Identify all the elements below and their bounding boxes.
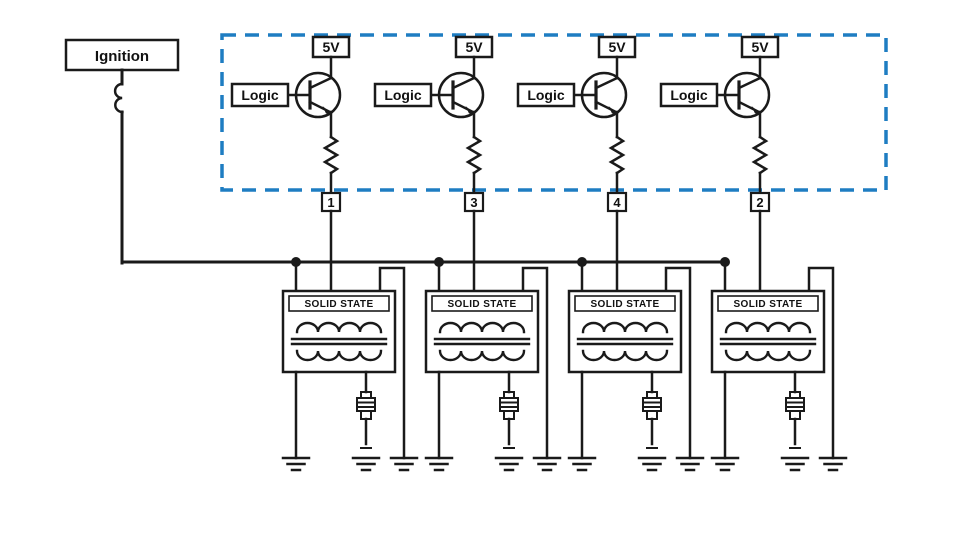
- coil-label: SOLID STATE: [733, 299, 802, 310]
- channel-2: 5V Logic 3 SOLID STATE: [375, 37, 560, 470]
- channel-number: 4: [613, 195, 621, 210]
- channel-number: 2: [756, 195, 763, 210]
- channel-1: 5V Logic 1 SOLID STATE: [232, 37, 417, 470]
- ignition-label: Ignition: [95, 48, 149, 65]
- coil-label: SOLID STATE: [447, 299, 516, 310]
- controller-boundary: [220, 33, 888, 192]
- logic-label: Logic: [241, 87, 279, 103]
- channel-3: 5V Logic 4 SOLID STATE: [518, 37, 703, 470]
- supply-label: 5V: [465, 39, 483, 55]
- coil-cord-symbol: [113, 82, 124, 114]
- logic-label: Logic: [384, 87, 422, 103]
- supply-label: 5V: [322, 39, 340, 55]
- logic-label: Logic: [670, 87, 708, 103]
- channel-4: 5V Logic 2 SOLID STATE: [661, 37, 846, 470]
- supply-label: 5V: [608, 39, 626, 55]
- supply-label: 5V: [751, 39, 769, 55]
- ignition-source: Ignition: [64, 38, 727, 265]
- logic-label: Logic: [527, 87, 565, 103]
- channel-number: 3: [470, 195, 477, 210]
- channel-number: 1: [327, 195, 334, 210]
- coil-label: SOLID STATE: [590, 299, 659, 310]
- coil-label: SOLID STATE: [304, 299, 373, 310]
